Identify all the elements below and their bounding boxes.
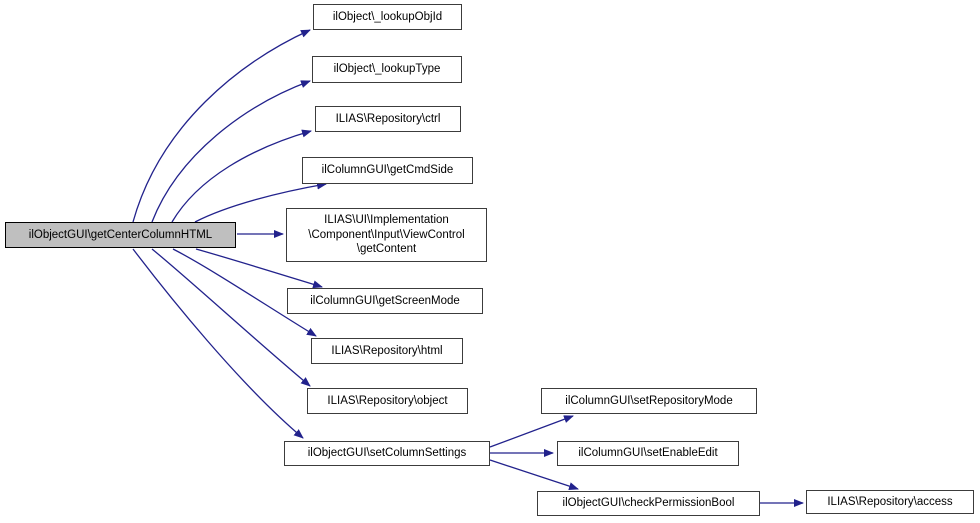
node-getcmdside[interactable]: ilColumnGUI\getCmdSide <box>302 157 473 184</box>
node-repository-ctrl[interactable]: ILIAS\Repository\ctrl <box>315 106 461 132</box>
node-getscreenmode[interactable]: ilColumnGUI\getScreenMode <box>287 288 483 314</box>
node-repository-object[interactable]: ILIAS\Repository\object <box>307 388 468 414</box>
node-getcentercolumnhtml: ilObjectGUI\getCenterColumnHTML <box>5 222 236 248</box>
node-setcolumnsettings[interactable]: ilObjectGUI\setColumnSettings <box>284 441 490 466</box>
node-setrepositorymode[interactable]: ilColumnGUI\setRepositoryMode <box>541 388 757 414</box>
edge-main-to-setcolumnsettings <box>132 248 304 439</box>
edge-main-to-lookupobjid <box>132 29 311 223</box>
node-repository-access[interactable]: ILIAS\Repository\access <box>806 490 974 514</box>
edge-main-to-lookuptype <box>151 80 311 223</box>
node-repository-html[interactable]: ILIAS\Repository\html <box>311 338 463 364</box>
edge-main-to-repository-object <box>151 248 311 387</box>
node-lookuptype[interactable]: ilObject\_lookupType <box>312 56 462 83</box>
node-lookupobjid[interactable]: ilObject\_lookupObjId <box>313 4 462 30</box>
node-checkpermissionbool[interactable]: ilObjectGUI\checkPermissionBool <box>537 491 760 516</box>
node-setenableedit[interactable]: ilColumnGUI\setEnableEdit <box>557 441 739 466</box>
node-viewcontrol-getcontent[interactable]: ILIAS\UI\Implementation \Component\Input… <box>286 208 487 262</box>
